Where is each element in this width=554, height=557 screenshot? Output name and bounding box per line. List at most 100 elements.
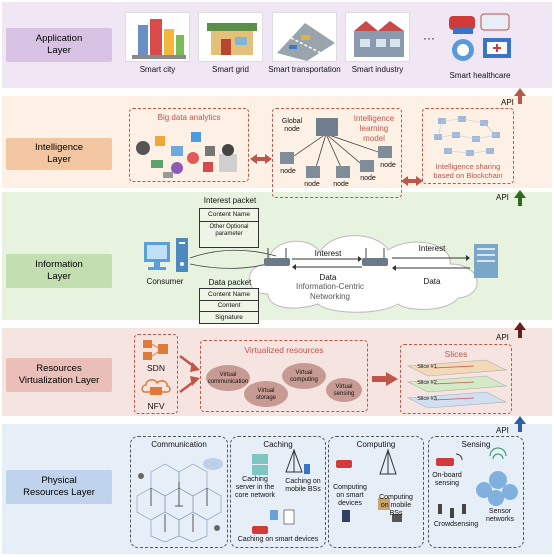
communication-box bbox=[130, 436, 228, 548]
interest-label-1: Interest bbox=[314, 249, 342, 258]
server-link bbox=[392, 255, 470, 271]
caching-box bbox=[230, 436, 326, 548]
api-label-4: API bbox=[496, 426, 509, 435]
icn-cloud bbox=[248, 235, 478, 313]
slices-box bbox=[400, 344, 512, 414]
crowd-label: Crowdsensing bbox=[433, 521, 479, 528]
sensing-icons bbox=[436, 447, 518, 518]
api-arrow-2 bbox=[514, 190, 526, 206]
data-packet-box: Content Name Content Signature bbox=[199, 288, 259, 324]
virtual-computing: Virtual computing bbox=[290, 370, 318, 383]
api-arrow-3 bbox=[514, 322, 526, 338]
communication-title: Communication bbox=[151, 440, 207, 449]
node-label-3: node bbox=[333, 181, 349, 188]
information-layer-label: Information Layer bbox=[6, 254, 112, 288]
big-data-icons bbox=[136, 132, 237, 178]
virtualized-resources-box bbox=[200, 340, 368, 412]
virtual-sensing: Virtual sensing bbox=[333, 384, 355, 397]
slice-1-label: Slice #1 bbox=[417, 364, 437, 370]
caching-devices-label: Caching on smart devices bbox=[237, 536, 319, 543]
ellipsis: ··· bbox=[423, 31, 435, 45]
sensing-box bbox=[428, 436, 524, 548]
content-name-field-1: Content Name bbox=[208, 211, 250, 218]
caching-server-label: Caching server in the core network bbox=[234, 476, 276, 499]
sensing-title: Sensing bbox=[461, 440, 491, 449]
virtual-communication: Virtual communication bbox=[207, 372, 249, 385]
application-layer-label: Application Layer bbox=[6, 28, 112, 62]
content-name-field-2: Content Name bbox=[208, 291, 250, 298]
consumer-label: Consumer bbox=[146, 277, 184, 286]
global-node-label: Global node bbox=[281, 118, 303, 133]
router-1-icon bbox=[264, 248, 290, 266]
caching-title: Caching bbox=[263, 440, 293, 449]
api-label-3: API bbox=[496, 333, 509, 342]
to-slices-arrow bbox=[372, 372, 398, 386]
physical-layer-label: Physical Resources Layer bbox=[6, 470, 112, 504]
smart-transportation-label: Smart transportation bbox=[268, 65, 341, 74]
big-data-title: Big data analytics bbox=[157, 113, 221, 122]
node-label-1: node bbox=[280, 168, 296, 175]
data-packet-title: Data packet bbox=[208, 278, 252, 287]
smart-city-icon bbox=[125, 12, 190, 62]
api-arrow-1 bbox=[514, 88, 526, 104]
double-arrow-1 bbox=[250, 154, 272, 164]
computing-box bbox=[328, 436, 424, 548]
computing-bs-label: Computing on mobile BSs bbox=[379, 494, 413, 517]
optional-params-field: Other Optional parameter bbox=[209, 224, 249, 237]
smart-healthcare-icon bbox=[445, 10, 517, 66]
communication-network bbox=[136, 458, 223, 543]
computing-icons bbox=[336, 448, 402, 522]
smart-transportation-icon bbox=[272, 12, 337, 62]
learning-box bbox=[272, 108, 402, 198]
consumer-icon bbox=[144, 238, 188, 272]
smart-grid-label: Smart grid bbox=[212, 65, 249, 74]
api-label-2: API bbox=[496, 193, 509, 202]
caching-icons bbox=[252, 448, 310, 534]
blockchain-box bbox=[422, 108, 514, 184]
router-link bbox=[292, 256, 362, 270]
sdn-nfv-arrows bbox=[179, 355, 200, 393]
nfv-label: NFV bbox=[147, 401, 165, 411]
data-label-1: Data bbox=[319, 273, 337, 282]
big-data-box bbox=[129, 108, 249, 182]
smart-grid-icon bbox=[198, 12, 263, 62]
signature-field: Signature bbox=[215, 314, 243, 321]
blockchain-label: Intelligence sharing based on Blockchain bbox=[433, 162, 503, 180]
sdn-nfv-box bbox=[134, 334, 178, 414]
sensor-net-label: Sensor networks bbox=[485, 508, 514, 523]
intelligence-layer-label: Intelligence Layer bbox=[6, 138, 112, 170]
api-label-1: API bbox=[501, 98, 514, 107]
server-icon bbox=[474, 244, 498, 278]
api-arrow-4 bbox=[514, 416, 526, 432]
sdn-icon bbox=[143, 340, 168, 360]
virtual-clouds bbox=[206, 363, 362, 407]
computing-title: Computing bbox=[356, 440, 396, 449]
virtual-storage: Virtual storage bbox=[255, 388, 276, 401]
slices-title: Slices bbox=[444, 349, 468, 359]
interest-packet-box: Content Name Other Optional parameter bbox=[199, 208, 259, 248]
caching-bs-label: Caching on mobile BSs bbox=[285, 478, 321, 493]
learning-network bbox=[280, 118, 392, 178]
virtualized-title: Virtualized resources bbox=[244, 345, 324, 355]
node-label-4: node bbox=[360, 175, 376, 182]
smart-industry-label: Smart industry bbox=[351, 65, 404, 74]
slices-planes bbox=[406, 359, 508, 409]
interest-packet-title: Interest packet bbox=[203, 196, 257, 205]
interest-label-2: Interest bbox=[418, 244, 446, 253]
slice-3-label: Slice #3 bbox=[417, 396, 437, 402]
onboard-label: On-board sensing bbox=[432, 472, 462, 487]
smart-healthcare-label: Smart healthcare bbox=[449, 71, 511, 80]
computing-devices-label: Computing on smart devices bbox=[333, 484, 367, 507]
smart-industry-icon bbox=[345, 12, 410, 62]
node-label-2: node bbox=[304, 181, 320, 188]
smart-city-label: Smart city bbox=[139, 65, 176, 74]
blockchain-icon bbox=[434, 116, 500, 156]
icn-title: Information-Centric Networking bbox=[295, 282, 365, 301]
router-2-icon bbox=[362, 248, 388, 266]
node-label-5: node bbox=[380, 162, 396, 169]
nfv-icon bbox=[141, 379, 171, 395]
learning-title: Intelligence learning model bbox=[353, 114, 395, 143]
double-arrow-2 bbox=[401, 176, 423, 186]
content-field: Content bbox=[217, 302, 241, 309]
data-label-2: Data bbox=[423, 277, 441, 286]
